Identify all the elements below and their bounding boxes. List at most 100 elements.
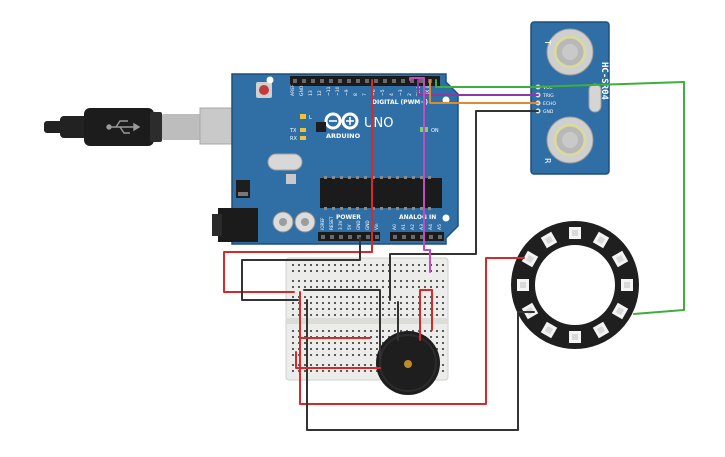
wire-echo-orange [429,79,539,104]
breadboard-hole [304,308,306,310]
buzzer-hole [404,360,412,368]
breadboard-hole [352,296,354,298]
breadboard-hole [430,286,432,288]
ring-led-chip [572,334,578,340]
breadboard-hole [412,296,414,298]
breadboard-hole [424,314,426,316]
breadboard-hole [358,296,360,298]
crystal-oscillator [267,153,303,171]
breadboard-hole [442,302,444,304]
breadboard-hole [310,302,312,304]
dc-power-jack [218,208,258,242]
breadboard-hole [370,314,372,316]
breadboard-hole [430,280,432,282]
breadboard-hole [328,330,330,332]
wire-ring-data-green [530,81,685,315]
reset-button-cap[interactable] [259,85,269,95]
breadboard-hole [298,264,300,266]
breadboard-hole [340,296,342,298]
breadboard-hole [376,348,378,350]
ring-led-chip [615,306,625,316]
breadboard-hole [436,264,438,266]
breadboard-hole [292,296,294,298]
breadboard-hole [322,270,324,272]
ring-led-chip [544,325,554,335]
breadboard-hole [436,348,438,350]
breadboard-hole [370,330,372,332]
breadboard-hole [322,264,324,266]
breadboard-hole [442,330,444,332]
breadboard-hole [442,354,444,356]
power-pin-label: 3.3V [338,220,343,230]
breadboard-hole [388,314,390,316]
ring-led-chip [596,235,606,245]
breadboard-hole [310,270,312,272]
power-pin-label: Vin [374,223,379,230]
breadboard-hole [328,280,330,282]
breadboard-hole [334,302,336,304]
breadboard-hole [328,286,330,288]
breadboard-hole [322,286,324,288]
usb-connector-metal [162,114,210,140]
breadboard-hole [304,370,306,372]
breadboard-hole [406,330,408,332]
breadboard-hole [304,280,306,282]
breadboard-hole [310,286,312,288]
digital-pin-label: RX 0 [425,85,431,96]
breadboard-hole [412,302,414,304]
ring-led-chip [525,254,535,264]
buzzer-rim [379,334,437,392]
breadboard-hole [358,280,360,282]
rx-led [300,136,306,140]
breadboard-hole [352,354,354,356]
breadboard-hole [442,336,444,338]
breadboard-hole [418,270,420,272]
breadboard-hole [346,308,348,310]
breadboard-hole [370,336,372,338]
breadboard-hole [424,330,426,332]
breadboard-hole [412,330,414,332]
breadboard-hole [382,342,384,344]
digital-pin-label: 2 [407,93,413,96]
ring-body [511,221,639,349]
analog-header [390,232,444,241]
usb-plug-collar [150,112,162,142]
breadboard-hole [442,286,444,288]
breadboard-hole [328,342,330,344]
breadboard-hole [382,270,384,272]
breadboard-hole [322,354,324,356]
breadboard-hole [406,296,408,298]
wire-bus-red-lower [295,351,381,369]
breadboard-hole [352,286,354,288]
breadboard-hole [346,348,348,350]
breadboard-hole [400,296,402,298]
breadboard-hole [436,286,438,288]
breadboard-hole [334,354,336,356]
breadboard-hole [364,330,366,332]
ring-led-chip [615,254,625,264]
capacitor-top [279,218,287,226]
breadboard-hole [304,296,306,298]
usb-cable-strain [60,116,88,138]
wire-trig-purple [417,79,539,96]
breadboard-hole [364,280,366,282]
analog-pin-label: A1 [401,224,407,230]
breadboard-hole [412,280,414,282]
breadboard-hole [394,330,396,332]
piezo-buzzer [376,331,440,395]
breadboard-hole [370,370,372,372]
breadboard-hole [340,302,342,304]
breadboard-hole [388,302,390,304]
breadboard-hole [418,264,420,266]
breadboard-hole [340,308,342,310]
breadboard-hole [436,296,438,298]
breadboard-hole [304,342,306,344]
breadboard-hole [364,370,366,372]
digital-pin-label: ~11 [326,86,332,96]
breadboard-hole [334,370,336,372]
breadboard-hole [394,302,396,304]
atmega-microcontroller [320,178,442,208]
breadboard-hole [292,354,294,356]
breadboard-hole [406,286,408,288]
